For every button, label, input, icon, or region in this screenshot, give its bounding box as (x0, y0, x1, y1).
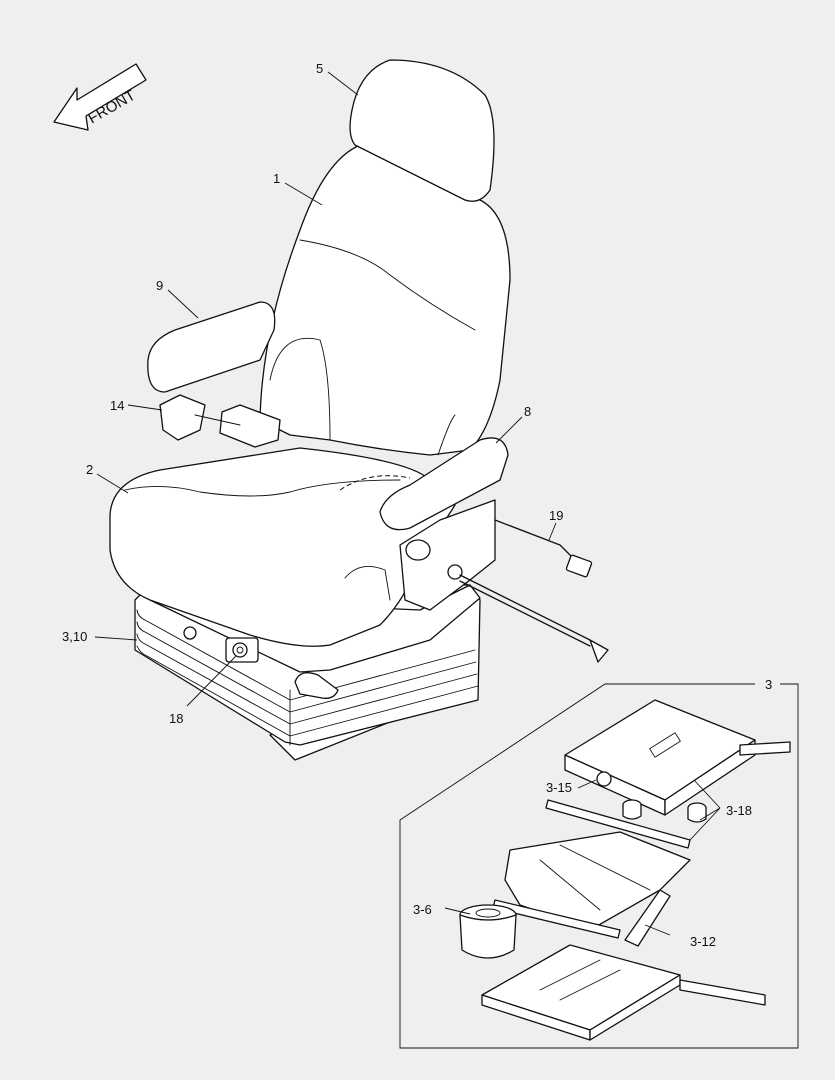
height-adjust-knob (225, 637, 259, 663)
upper-cross-shaft (545, 799, 691, 849)
backrest (259, 144, 511, 456)
suspension-lever (294, 672, 339, 699)
callout-3: 3 (765, 677, 772, 692)
callout-8: 8 (524, 404, 531, 419)
scissor-arms (504, 831, 691, 931)
callout-3-18: 3-18 (726, 803, 752, 818)
callout-1: 1 (273, 171, 280, 186)
recline-knob (405, 539, 431, 561)
callout-18: 18 (169, 711, 183, 726)
seat-belt-buckle (159, 394, 281, 448)
callout-2: 2 (86, 462, 93, 477)
bottom-plate (481, 944, 681, 1031)
callout-3-6: 3-6 (413, 902, 432, 917)
shock-absorber (624, 889, 671, 947)
armrest-mechanism (399, 499, 496, 611)
callout-labels: 5 1 9 14 8 2 19 3,10 18 3 3-15 3-18 3-6 … (62, 61, 772, 949)
callout-9: 9 (156, 278, 163, 293)
callout-3-15: 3-15 (546, 780, 572, 795)
suspension-subassembly (399, 683, 799, 1049)
rubber-bumpers (622, 799, 707, 823)
air-spring (459, 904, 517, 959)
top-slide-plate (564, 699, 756, 801)
lumbar-knob (447, 564, 463, 580)
wiring-harness (459, 519, 609, 663)
front-knob (183, 626, 197, 640)
left-armrest (147, 301, 276, 393)
front-direction-arrow: FRONT (53, 63, 147, 131)
callout-14: 14 (110, 398, 124, 413)
right-armrest (379, 437, 509, 531)
seat-assembly (109, 59, 609, 761)
headrest (349, 59, 495, 202)
callout-5: 5 (316, 61, 323, 76)
subassembly-frame (399, 683, 799, 1049)
callout-19: 19 (549, 508, 563, 523)
callout-3-12: 3-12 (690, 934, 716, 949)
callout-3-10: 3,10 (62, 629, 87, 644)
leader-lines (94, 71, 721, 936)
